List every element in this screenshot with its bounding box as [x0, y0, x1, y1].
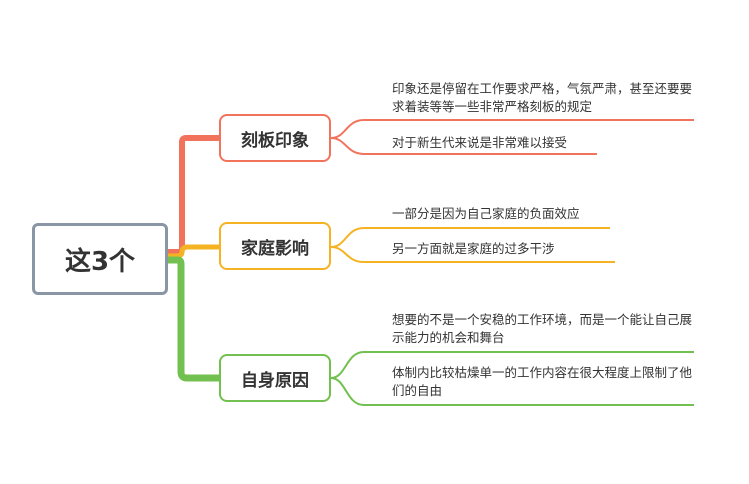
branch-label: 家庭影响	[241, 238, 309, 259]
connector-branch-2-leaf-2	[330, 246, 615, 263]
root-node[interactable]: 这3个	[32, 223, 168, 295]
leaf-text[interactable]: 印象还是停留在工作要求严格，气氛严肃，甚至还要要求着装等等一些非常严格刻板的规定	[392, 81, 693, 114]
connector-root-to-branch-3	[164, 256, 223, 382]
connector-branch-1-leaf-2	[330, 137, 597, 155]
connector-root-to-branch-1	[165, 135, 222, 255]
branch-node-family[interactable]: 家庭影响	[219, 222, 331, 270]
leaf-text[interactable]: 一部分是因为自己家庭的负面效应	[392, 206, 580, 221]
branch-node-stereotype[interactable]: 刻板印象	[219, 114, 331, 162]
connector-branch-3-leaf-2	[330, 377, 694, 406]
leaf-text[interactable]: 另一方面就是家庭的过多干涉	[392, 241, 555, 256]
connector-branch-2-leaf-1	[330, 227, 610, 248]
branch-label: 刻板印象	[241, 130, 309, 151]
leaf-text[interactable]: 体制内比较枯燥单一的工作内容在很大程度上限制了他们的自由	[392, 365, 693, 398]
root-label: 这3个	[64, 246, 136, 277]
connector-branch-1-leaf-1	[330, 119, 694, 139]
branch-node-personal[interactable]: 自身原因	[219, 354, 331, 402]
branch-label: 自身原因	[241, 370, 309, 391]
leaf-text[interactable]: 对于新生代来说是非常难以接受	[392, 135, 568, 150]
connector-root-to-branch-2	[165, 244, 222, 259]
leaf-text[interactable]: 想要的不是一个安稳的工作环境，而是一个能让自己展示能力的机会和舞台	[392, 312, 693, 345]
connector-branch-3-leaf-1	[330, 351, 694, 379]
